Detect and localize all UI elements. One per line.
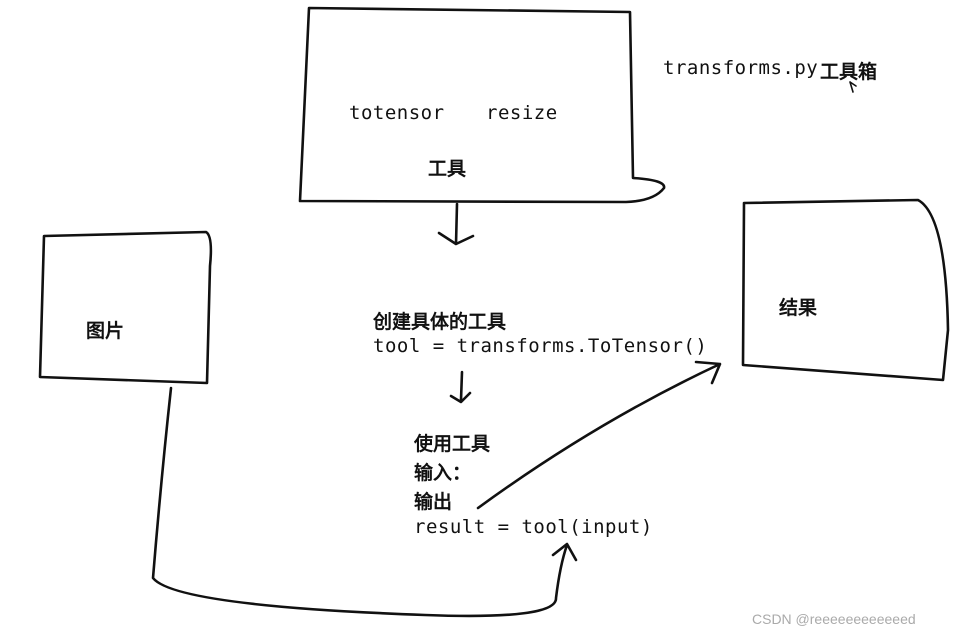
toolbox-box (298, 6, 666, 204)
watermark: CSDN @reeeeeeeeeeeed (752, 611, 916, 627)
toolbox-caption: 工具 (428, 158, 467, 180)
tool-totensor: totensor (349, 102, 445, 124)
tool-resize: resize (486, 102, 558, 124)
arrow-create-to-use (449, 370, 472, 404)
result-box-label: 结果 (779, 297, 818, 319)
arrow-toolbox-to-create (437, 202, 475, 246)
image-box (38, 230, 213, 385)
create-step-code: tool = transforms.ToTensor() (373, 335, 708, 357)
image-box-label: 图片 (86, 320, 125, 342)
toolbox-filename: transforms.py (663, 57, 819, 79)
arrow-image-to-input (151, 386, 578, 618)
use-step-input-label: 输入： (414, 462, 472, 484)
create-step-heading: 创建具体的工具 (373, 311, 507, 333)
cursor-icon (849, 81, 857, 93)
result-box (741, 198, 950, 382)
use-step-output-label: 输出 (414, 491, 453, 513)
arrow-use-to-result (476, 360, 722, 510)
use-step-heading: 使用工具 (414, 433, 491, 455)
use-step-code: result = tool(input) (414, 516, 653, 538)
toolbox-label: 工具箱 (820, 61, 878, 83)
